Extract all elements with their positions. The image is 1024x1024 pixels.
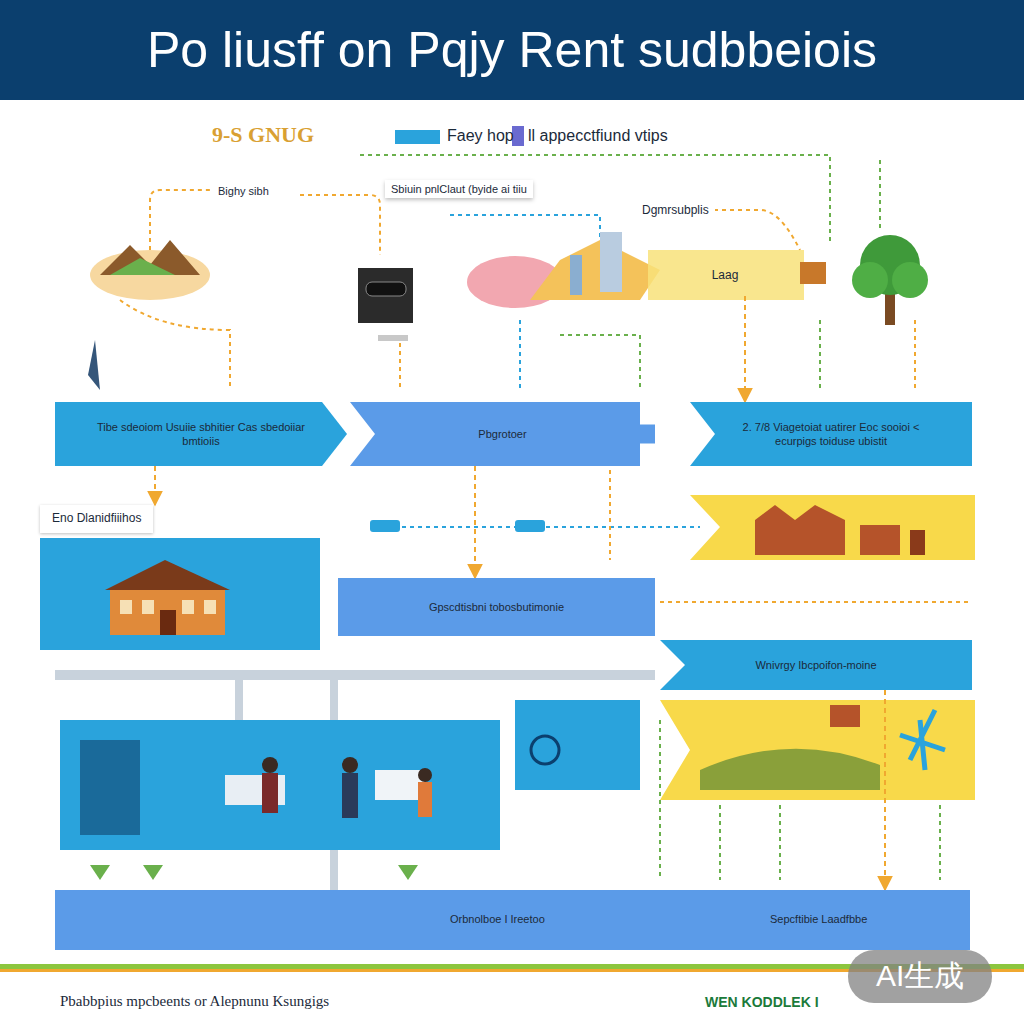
band-shape xyxy=(55,402,347,466)
plug-icon xyxy=(395,130,440,144)
screen-panel xyxy=(515,700,640,790)
rail xyxy=(55,670,655,680)
process-band: Pbgrotoer xyxy=(350,402,655,466)
connector xyxy=(884,690,886,890)
label: Faey hop xyxy=(447,127,514,145)
yellow-band xyxy=(648,250,804,300)
connector xyxy=(154,466,156,505)
pipe-icon xyxy=(370,520,400,532)
landscape-icon xyxy=(88,240,210,390)
pipe-icon xyxy=(515,520,545,532)
label: ll appecctfiund vtips xyxy=(528,127,668,145)
node-text: Laag xyxy=(712,268,739,284)
node-text: Eno Dlanidfiiihos xyxy=(40,505,153,533)
node-text: Sepcftibie Laadfbbe xyxy=(770,912,867,926)
connector xyxy=(474,466,476,578)
process-band: Gpscdtisbni tobosbutimonie xyxy=(338,578,655,636)
band-label: Laag xyxy=(655,256,795,296)
label: 9-S GNUG xyxy=(212,122,314,148)
device-icon xyxy=(358,268,413,341)
node-text: Orbnolboe I Ireetoo xyxy=(450,912,545,926)
caption: Pbabbpius mpcbeents or Alepnunu Ksungigs xyxy=(60,993,329,1010)
bar-icon xyxy=(512,126,524,146)
node-text: 2. 7/8 Viagetoiat uatirer Eoc sooioi < e… xyxy=(724,420,938,449)
workspace-panel xyxy=(60,720,500,850)
yellow-panel xyxy=(660,700,975,800)
house-panel xyxy=(40,538,320,650)
label: Bighy sibh xyxy=(212,182,275,200)
yellow-band xyxy=(690,495,975,560)
node-text: Wnivrgy Ibcpoifon-moine xyxy=(755,658,876,672)
people-icon xyxy=(80,740,432,835)
arrows xyxy=(90,865,418,880)
hut-icon xyxy=(800,262,826,284)
connector xyxy=(744,296,746,402)
title-bar xyxy=(0,0,1024,100)
tree-icon xyxy=(852,235,928,325)
house-icon xyxy=(105,560,230,635)
labelled-panel: Eno Dlanidfiiihos xyxy=(40,505,320,650)
watermark: AI生成 xyxy=(848,950,992,1003)
node-text: Gpscdtisbni tobosbutimonie xyxy=(429,600,564,614)
title: Po liusff on Pqjy Rent sudbbeiois xyxy=(0,0,1024,100)
buildings-icon xyxy=(755,505,925,555)
process-band: 2. 7/8 Viagetoiat uatirer Eoc sooioi < e… xyxy=(690,402,972,466)
label: Sbiuin pnlClaut (byide ai tiiu xyxy=(385,180,533,198)
process-band: Wnivrgy Ibcpoifon-moine xyxy=(660,640,972,690)
label: Dgmrsubplis xyxy=(636,200,715,220)
field-icon xyxy=(700,705,945,790)
label: WEN KODDLEK I xyxy=(705,994,819,1010)
process-band: Orbnolboe I Ireetoo Sepcftibie Laadfbbe xyxy=(55,890,970,950)
node-text: Pbgrotoer xyxy=(478,427,526,441)
machine-icon xyxy=(467,232,660,308)
process-band: Tibe sdeoiom Usuiie sbhitier Cas sbedoii… xyxy=(55,402,347,466)
node-text: Tibe sdeoiom Usuiie sbhitier Cas sbedoii… xyxy=(89,420,313,449)
band-shape xyxy=(690,402,972,466)
